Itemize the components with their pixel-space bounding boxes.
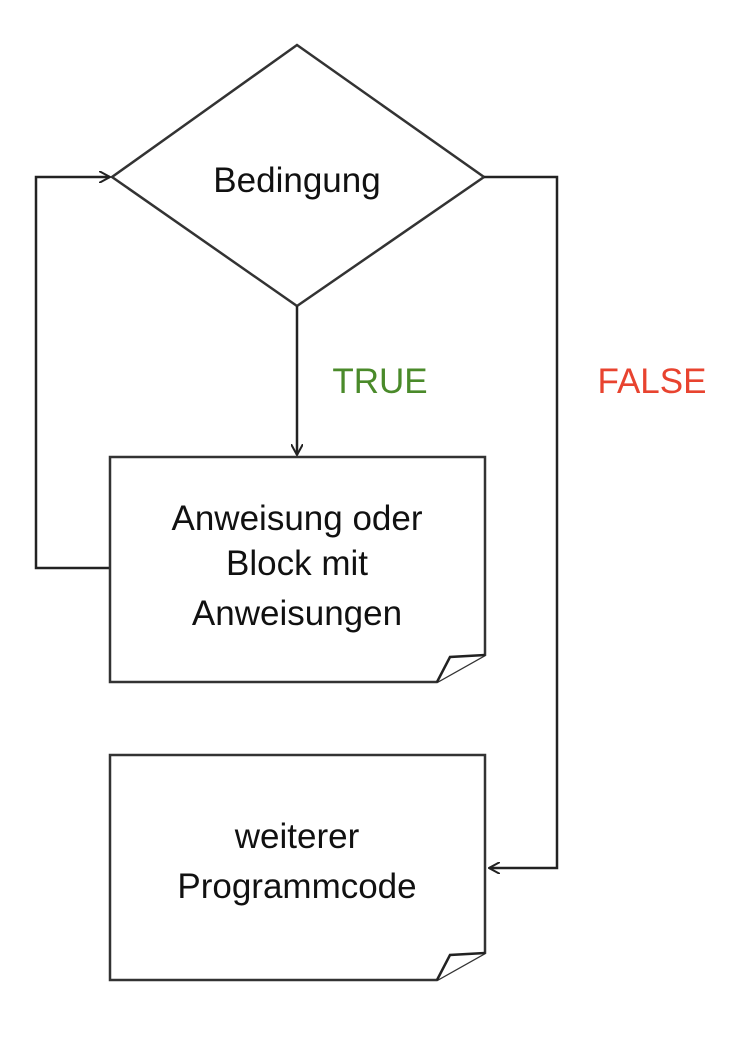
following-code-line: Programmcode <box>177 867 416 906</box>
statement-line: Block mit <box>226 544 368 583</box>
folded-corner-icon <box>435 653 486 683</box>
true-label: TRUE <box>332 362 427 401</box>
condition-label: Bedingung <box>213 161 380 200</box>
statement-block: Anweisung oder Block mit Anweisungen <box>108 455 487 684</box>
false-label: FALSE <box>598 362 707 401</box>
following-code-block: weiterer Programmcode <box>108 753 487 982</box>
loop-back-arrow <box>34 177 110 570</box>
following-code-line: weiterer <box>234 817 360 856</box>
folded-corner-icon <box>435 951 486 981</box>
false-arrow <box>484 175 559 868</box>
statement-line: Anweisung oder <box>172 499 423 538</box>
statement-line: Anweisungen <box>192 594 402 633</box>
